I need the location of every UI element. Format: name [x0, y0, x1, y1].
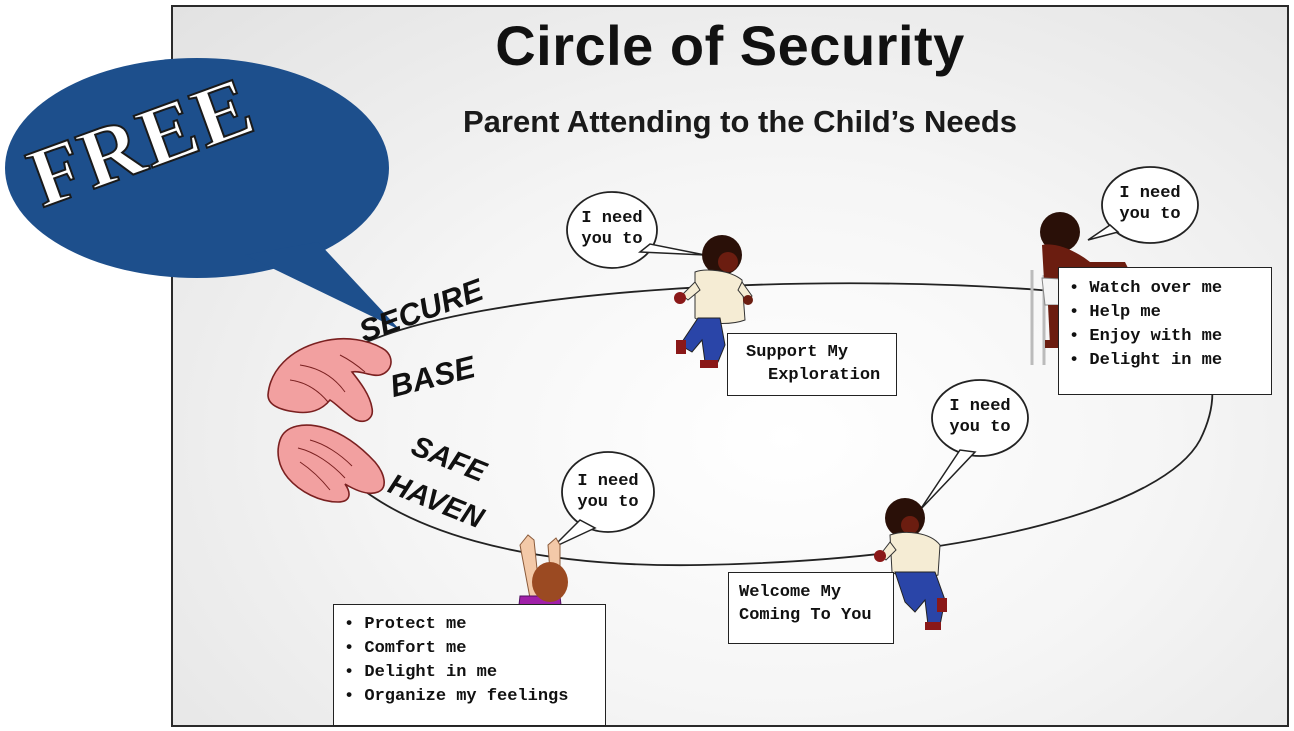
child-figure-right: [874, 498, 947, 630]
list-item: Enjoy with me: [1069, 325, 1271, 349]
list-item: Organize my feelings: [344, 685, 605, 709]
speech-bubble-top-text: I need you to: [581, 209, 643, 249]
bottom-needs-box: Protect me Comfort me Delight in me Orga…: [333, 604, 606, 726]
welcome-line-1: Welcome My: [739, 583, 842, 602]
list-item: Help me: [1069, 301, 1271, 325]
slide-subtitle: Parent Attending to the Child’s Needs: [462, 104, 1018, 139]
speech-bubble-top: [566, 191, 706, 269]
list-item: Comfort me: [344, 637, 605, 661]
child-figure-top: [674, 235, 753, 368]
upper-hand-icon: [267, 337, 392, 423]
welcome-coming-box: Welcome My Coming To You: [728, 572, 894, 644]
support-line-2: Exploration: [768, 366, 881, 385]
support-line-1: Support My: [746, 343, 849, 362]
speech-bubble-bottom-text: I need you to: [577, 472, 639, 512]
speech-bubble-right-text: I need you to: [949, 397, 1011, 437]
slide-title: Circle of Security: [495, 14, 965, 77]
welcome-line-2: Coming To You: [739, 606, 872, 625]
list-item: Delight in me: [344, 661, 605, 685]
list-item: Protect me: [344, 613, 605, 637]
speech-bubble-right: [919, 379, 1029, 511]
top-needs-list: Watch over me Help me Enjoy with me Deli…: [1069, 277, 1271, 373]
support-exploration-box: Support My Exploration: [727, 333, 897, 396]
speech-bubble-top-right-text: I need you to: [1119, 184, 1181, 224]
speech-bubble-bottom: [551, 451, 655, 549]
list-item: Watch over me: [1069, 277, 1271, 301]
bottom-needs-list: Protect me Comfort me Delight in me Orga…: [344, 613, 605, 709]
speech-bubble-top-right: [1087, 166, 1199, 244]
list-item: Delight in me: [1069, 349, 1271, 373]
top-needs-box: Watch over me Help me Enjoy with me Deli…: [1058, 267, 1272, 395]
lower-hand-icon: [277, 424, 385, 503]
